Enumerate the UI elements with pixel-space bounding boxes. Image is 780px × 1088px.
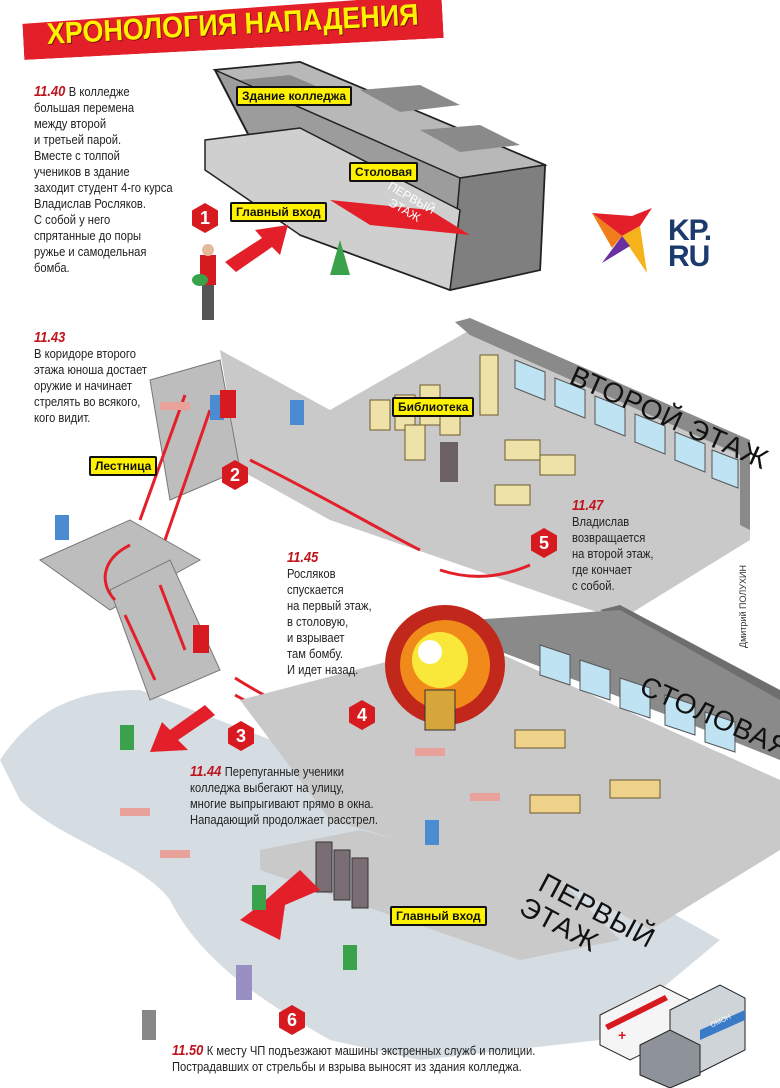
step-1-line: бомба. — [34, 260, 70, 275]
step-4-line: и взрывает — [287, 630, 345, 645]
author-credit: Дмитрий ПОЛУХИН — [738, 565, 748, 648]
step-2-line: В коридоре второго — [34, 346, 136, 361]
step-4-line: спускается — [287, 582, 344, 597]
step-3-line: многие выпрыгивают прямо в окна. — [190, 796, 374, 811]
label-main-entrance-top: Главный вход — [230, 202, 327, 222]
step-6-line: К месту ЧП подъезжают машины экстренных … — [206, 1043, 536, 1058]
step-1-line: и третьей парой. — [34, 132, 122, 147]
logo-line-1: KP. — [668, 214, 712, 247]
step-1-time: 11.40 — [34, 83, 66, 100]
step-1-line: Владислав Росляков. — [34, 196, 146, 211]
step-4-line: там бомбу. — [287, 646, 343, 661]
label-canteen: Столовая — [349, 162, 419, 182]
police-truck-icon — [639, 984, 746, 1088]
step-1-line: Вместе с толпой — [34, 148, 120, 163]
label-stairs: Лестница — [89, 456, 158, 476]
step-2-line: кого видит. — [34, 410, 91, 425]
step-1-line: спрятанные до поры — [34, 228, 142, 243]
step-2-line: стрелять во всякого, — [34, 394, 141, 409]
step-4-line: в столовую, — [287, 614, 349, 629]
step-5-text: 11.47 Владислав возвращается на второй э… — [572, 498, 653, 594]
step-badge-4: 4 — [349, 700, 375, 730]
step-1-line: между второй — [34, 116, 107, 131]
step-badge-6: 6 — [279, 1005, 305, 1035]
step-2-text: 11.43 В коридоре второго этажа юноша дос… — [34, 330, 147, 426]
step-6-line: Пострадавших от стрельбы и взрыва вынося… — [172, 1059, 522, 1074]
explosion-icon — [385, 605, 505, 731]
step-3-line: Перепуганные ученики — [224, 764, 345, 779]
step-5-line: где кончает — [572, 562, 632, 577]
people-figures — [55, 390, 500, 1040]
step-4-line: Росляков — [287, 566, 336, 581]
step-3-line: Нападающий продолжает расстрел. — [190, 812, 378, 827]
step-6-time: 11.50 — [172, 1042, 204, 1059]
step-5-line: с собой. — [572, 578, 615, 593]
tree-icon — [330, 240, 350, 275]
step-5-line: Владислав — [572, 514, 630, 529]
step-5-line: возвращается — [572, 530, 646, 545]
kp-ru-logo: KP. RU — [668, 214, 712, 273]
step-1-line: В колледже — [68, 84, 130, 99]
step-4-line: на первый этаж, — [287, 598, 372, 613]
step-4-text: 11.45 Росляков спускается на первый этаж… — [287, 550, 372, 678]
step-2-time: 11.43 — [34, 329, 66, 346]
label-college-building: Здание колледжа — [236, 86, 353, 106]
arrow-main-exit — [240, 860, 350, 940]
step-1-line: большая перемена — [34, 100, 135, 115]
step-3-line: колледжа выбегают на улицу, — [190, 780, 344, 795]
swallow-bird-icon — [592, 208, 652, 273]
arrow-window-exit — [150, 705, 215, 752]
svg-text:+: + — [618, 1027, 626, 1043]
step-5-line: на второй этаж, — [572, 546, 654, 561]
arrow-enter — [225, 225, 288, 272]
step-5-time: 11.47 — [572, 497, 604, 514]
label-main-entrance-bottom: Главный вход — [390, 906, 487, 926]
first-floor-illustration — [240, 605, 780, 960]
step-1-line: заходит студент 4-го курса — [34, 180, 173, 195]
step-4-time: 11.45 — [287, 549, 319, 566]
step-1-line: учеников в здание — [34, 164, 130, 179]
step-2-line: этажа юноша достает — [34, 362, 148, 377]
step-1-line: С собой у него — [34, 212, 111, 227]
step-4-line: И идет назад. — [287, 662, 359, 677]
step-2-line: оружие и начинает — [34, 378, 132, 393]
logo-line-2: RU — [668, 240, 710, 273]
step-1-line: ружье и самодельная — [34, 244, 147, 259]
step-3-time: 11.44 — [190, 763, 222, 780]
attacker-figure — [192, 244, 216, 320]
label-library: Библиотека — [392, 397, 475, 417]
second-floor-illustration — [220, 318, 750, 620]
